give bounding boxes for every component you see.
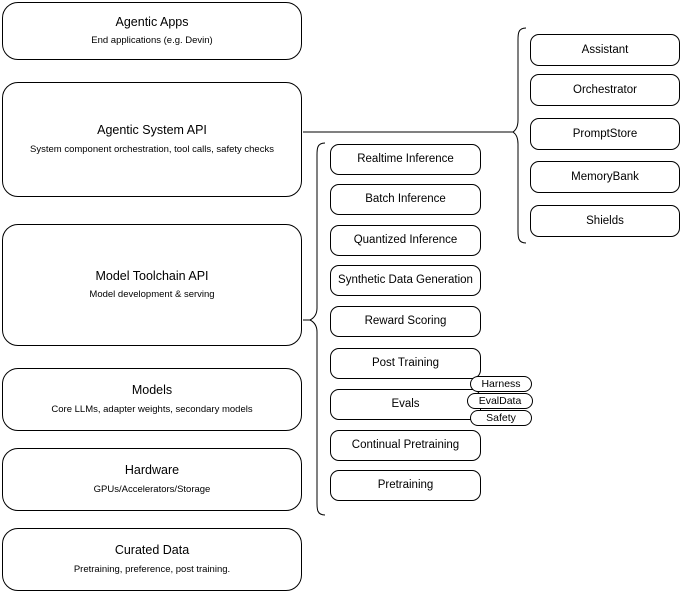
component-assistant[interactable]: Assistant xyxy=(530,34,680,66)
layer-title: Curated Data xyxy=(114,543,190,558)
capability-realtime-inference[interactable]: Realtime Inference xyxy=(330,144,481,175)
capability-label: Pretraining xyxy=(377,479,434,492)
evals-subcomponent-safety[interactable]: Safety xyxy=(470,410,532,426)
capability-quantized-inference[interactable]: Quantized Inference xyxy=(330,225,481,256)
layer-card-agentic-system-api[interactable]: Agentic System API System component orch… xyxy=(2,82,302,197)
layer-title: Hardware xyxy=(124,463,180,478)
component-label: MemoryBank xyxy=(571,170,639,183)
component-label: Shields xyxy=(586,214,624,227)
capability-label: Continual Pretraining xyxy=(351,439,460,452)
component-label: Orchestrator xyxy=(573,83,637,96)
component-promptstore[interactable]: PromptStore xyxy=(530,118,680,150)
capability-pretraining[interactable]: Pretraining xyxy=(330,470,481,501)
component-memorybank[interactable]: MemoryBank xyxy=(530,161,680,193)
capability-label: Realtime Inference xyxy=(357,153,454,166)
layer-card-hardware[interactable]: Hardware GPUs/Accelerators/Storage xyxy=(2,448,302,511)
capability-evals[interactable]: Evals xyxy=(330,389,481,420)
component-label: PromptStore xyxy=(572,127,638,140)
layer-title: Models xyxy=(131,383,173,398)
component-orchestrator[interactable]: Orchestrator xyxy=(530,74,680,106)
evals-subcomponent-harness[interactable]: Harness xyxy=(470,376,532,392)
component-shields[interactable]: Shields xyxy=(530,205,680,237)
capability-continual-pretraining[interactable]: Continual Pretraining xyxy=(330,430,481,461)
layer-subtitle: GPUs/Accelerators/Storage xyxy=(93,483,211,495)
layer-card-model-toolchain-api[interactable]: Model Toolchain API Model development & … xyxy=(2,224,302,346)
evals-subcomponent-evaldata[interactable]: EvalData xyxy=(467,393,533,409)
capability-post-training[interactable]: Post Training xyxy=(330,348,481,379)
component-label: Assistant xyxy=(581,43,629,56)
capability-synthetic-data-generation[interactable]: Synthetic Data Generation xyxy=(330,265,481,296)
layer-card-agentic-apps[interactable]: Agentic Apps End applications (e.g. Devi… xyxy=(2,2,302,60)
evals-subcomponent-label: Safety xyxy=(486,412,516,424)
evals-subcomponent-label: Harness xyxy=(481,378,521,390)
layer-card-curated-data[interactable]: Curated Data Pretraining, preference, po… xyxy=(2,528,302,591)
capability-label: Evals xyxy=(391,398,420,411)
layer-subtitle: End applications (e.g. Devin) xyxy=(91,35,213,47)
capability-batch-inference[interactable]: Batch Inference xyxy=(330,184,481,215)
layer-subtitle: Model development & serving xyxy=(89,289,215,301)
capability-label: Synthetic Data Generation xyxy=(338,274,473,287)
layer-subtitle: Pretraining, preference, post training. xyxy=(73,563,231,575)
layer-title: Model Toolchain API xyxy=(95,268,209,283)
evals-subcomponent-label: EvalData xyxy=(478,395,522,407)
layer-title: Agentic Apps xyxy=(115,14,189,29)
layer-subtitle: Core LLMs, adapter weights, secondary mo… xyxy=(51,403,253,415)
capability-reward-scoring[interactable]: Reward Scoring xyxy=(330,306,481,337)
brace-agentic-system-components xyxy=(512,27,527,244)
capability-label: Batch Inference xyxy=(365,193,446,206)
layer-card-models[interactable]: Models Core LLMs, adapter weights, secon… xyxy=(2,368,302,431)
layer-subtitle: System component orchestration, tool cal… xyxy=(30,143,274,155)
brace-toolchain-capabilities xyxy=(308,142,326,516)
capability-label: Quantized Inference xyxy=(353,234,458,247)
layer-title: Agentic System API xyxy=(97,123,207,138)
capability-label: Post Training xyxy=(371,357,440,370)
capability-label: Reward Scoring xyxy=(364,315,447,328)
